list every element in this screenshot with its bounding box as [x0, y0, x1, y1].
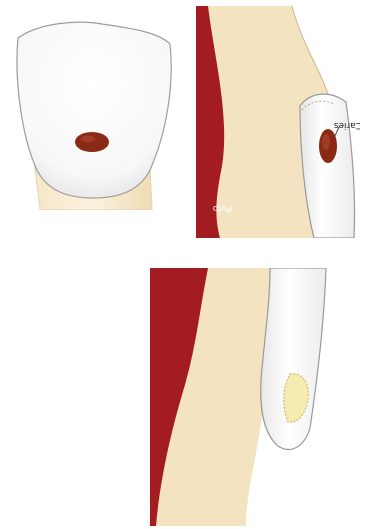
tooth-front-view-panel — [10, 10, 175, 210]
tooth-cross-section-panel: Caries Pulp — [196, 6, 360, 238]
tooth-restored-panel — [150, 268, 332, 526]
crown-shape — [17, 22, 171, 198]
tooth-section-icon: Caries Pulp — [196, 6, 360, 238]
caries-label: Caries — [333, 120, 360, 130]
tooth-front-icon — [10, 10, 175, 210]
caries-spot — [75, 132, 109, 152]
pulp-label: Pulp — [213, 203, 232, 213]
tooth-restored-icon — [150, 268, 332, 526]
